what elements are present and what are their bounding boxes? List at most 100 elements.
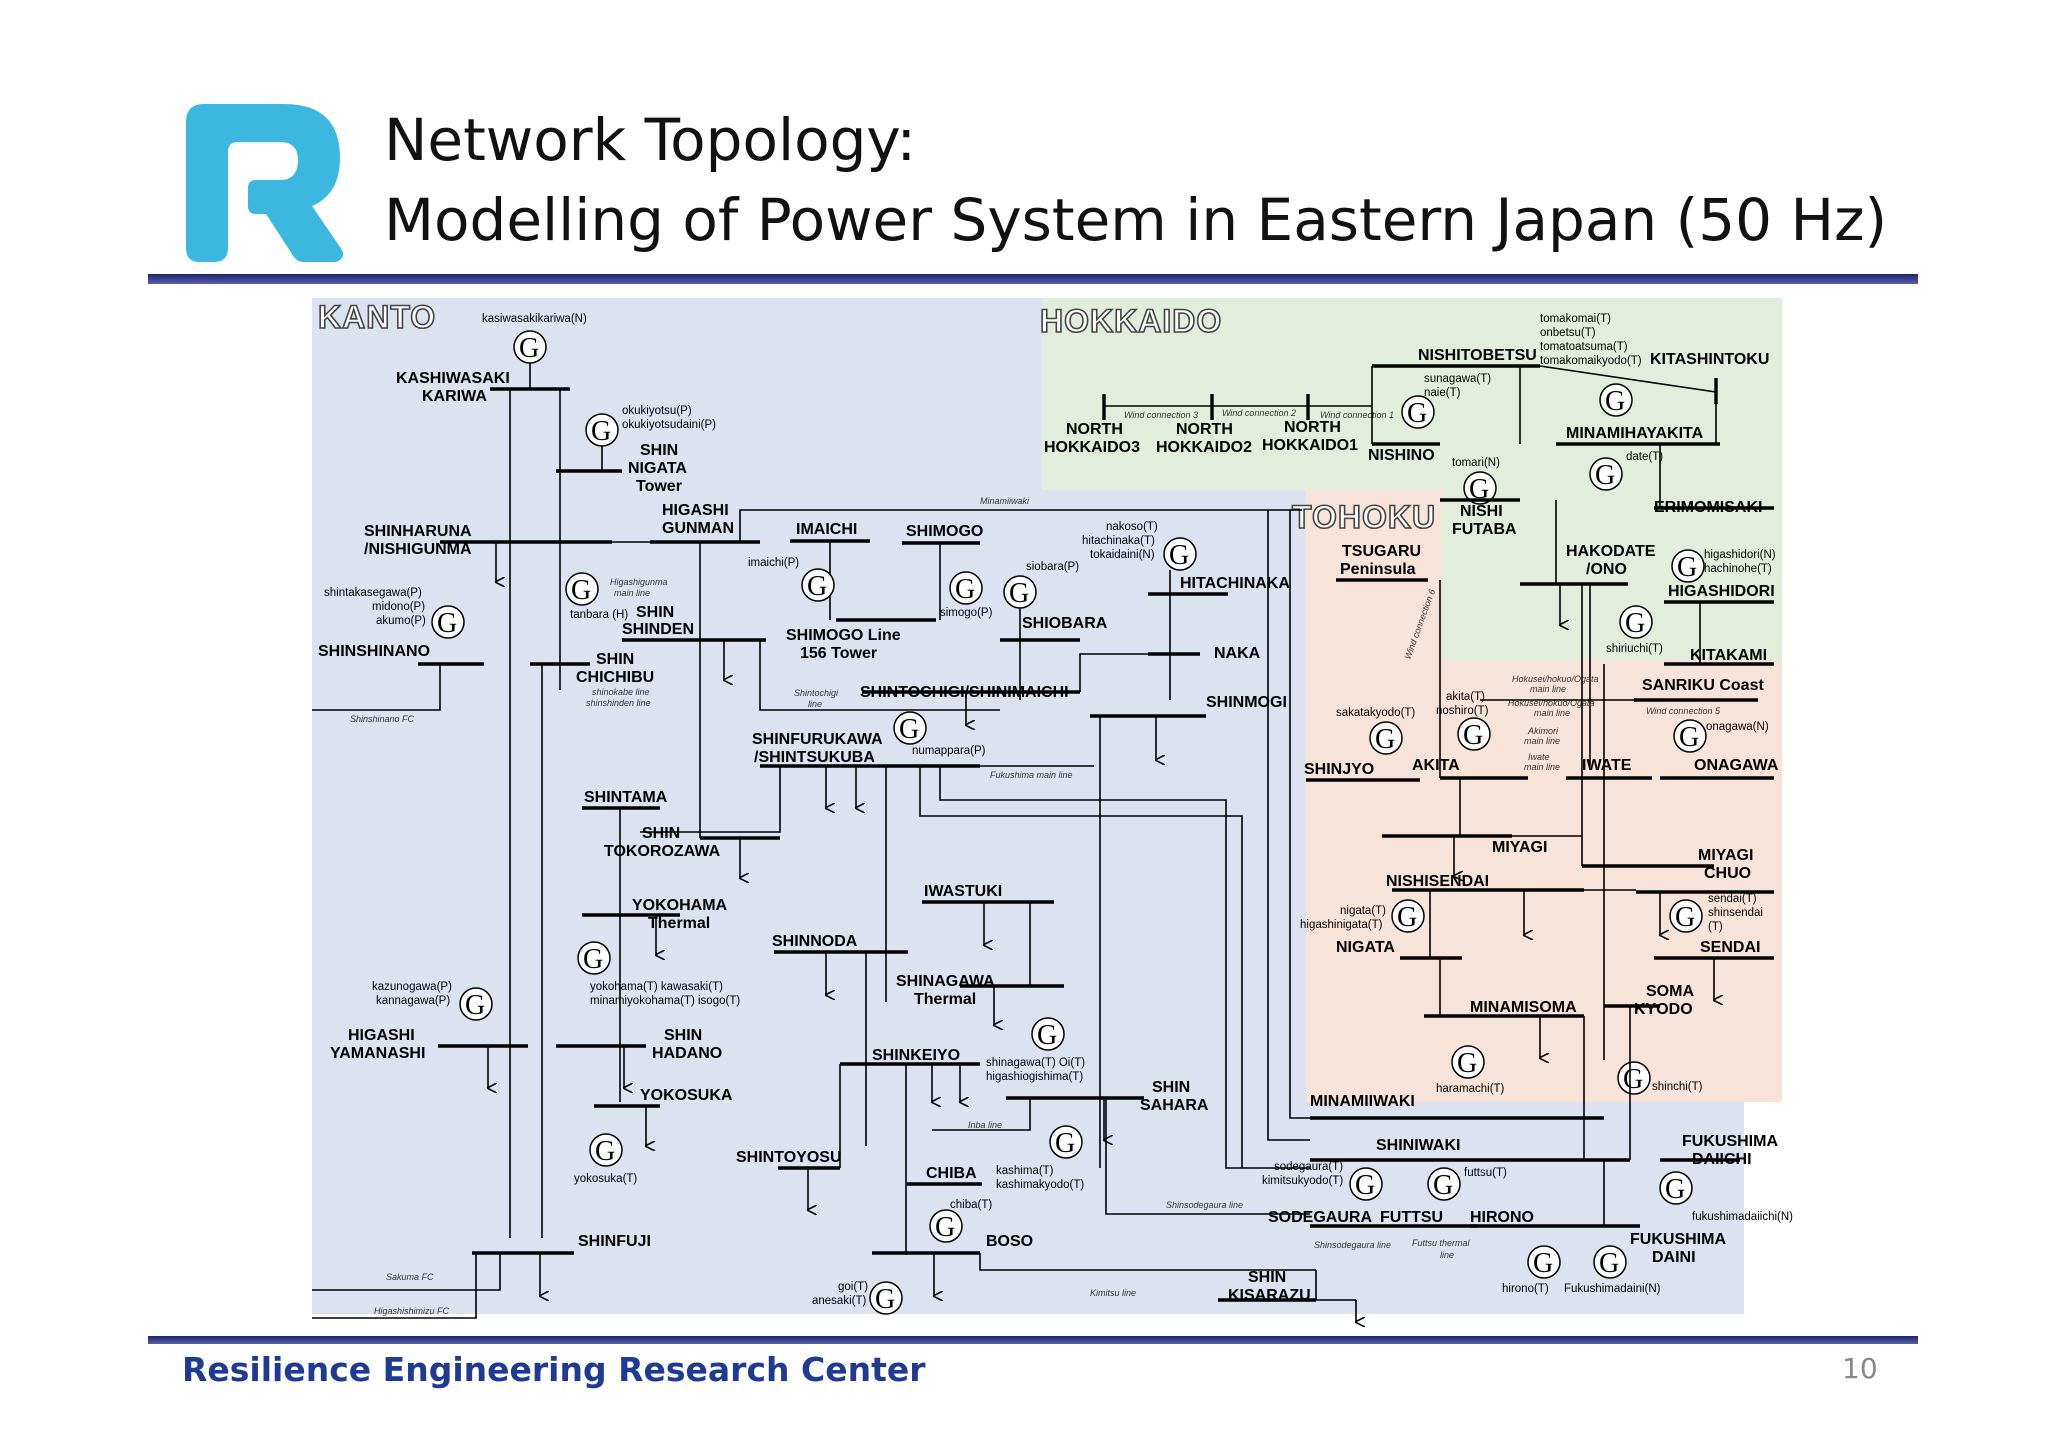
gen-label-sendai-2: shinsendai [1708,907,1763,919]
node-shinmogi: SHINMOGI [1206,694,1287,711]
node-north-hokkaido2-1: NORTH [1176,421,1233,438]
gen-label-tanbara: tanbara (H) [570,609,628,621]
line-minamiiwaki [739,509,1302,542]
generator-icon [1671,549,1705,583]
slide-title: Network Topology: Modelling of Power Sys… [384,100,1887,260]
node-fukushima-daini-2: DAINI [1652,1249,1696,1266]
node-shinfurukawa-1: SHINFURUKAWA [752,731,883,748]
generator-g-glyph: G [583,944,603,975]
gen-label-nakoso-1: nakoso(T) [1106,521,1158,533]
node-nishi-futaba-2: FUTABA [1452,521,1517,538]
line-link [640,766,781,833]
line-label-shintochigi-2: line [808,699,822,709]
line-link [1079,653,1148,692]
node-hakodate-1: HAKODATE [1566,543,1656,560]
rerc-logo [180,98,350,272]
generator-g-glyph: G [465,990,485,1021]
generator-icon [1163,537,1197,571]
gen-label-onagawa: onagawa(N) [1706,721,1769,733]
node-fukushima-daini-1: FUKUSHIMA [1630,1231,1726,1248]
node-miyagi-chuo-2: CHUO [1704,865,1751,882]
gen-label-okukiyotsu-1: okukiyotsu(P) [622,405,692,417]
node-nishino: NISHINO [1368,447,1435,464]
node-shin-kisarazu-1: SHIN [1248,1269,1286,1286]
generator-g-glyph: G [595,1136,615,1167]
line-link [759,640,1000,711]
gen-label-akita-1: akita(T) [1446,691,1485,703]
node-minamihayakita: MINAMIHAYAKITA [1566,425,1704,442]
generator-icon [1669,899,1703,933]
node-kashiwazaki-2: KARIWA [422,388,487,405]
generator-g-glyph: G [935,1212,955,1243]
gen-label-sakatakyodo: sakatakyodo(T) [1336,707,1415,719]
gen-label-yokohama-2: minamiyokohama(T) isogo(T) [590,995,740,1007]
node-north-hokkaido3-1: NORTH [1066,421,1123,438]
node-shinfuji: SHINFUJI [578,1233,651,1250]
line-kimitsu [979,1253,1316,1271]
line-label-wind3: Wind connection 3 [1124,410,1198,420]
line-label-higashishimizu-fc: Higashishimizu FC [374,1306,450,1316]
gen-label-shinagawa-1: shinagawa(T) Oi(T) [986,1057,1085,1069]
generator-g-glyph: G [1677,552,1697,583]
node-shimogo: SHIMOGO [906,523,983,540]
generator-icon [1589,457,1623,491]
node-akita: AKITA [1412,757,1460,774]
generator-g-glyph: G [1665,1174,1685,1205]
gen-label-tomakomai-3: tomatoatsuma(T) [1540,341,1628,353]
line-label-iwate-2: main line [1524,762,1560,772]
line-label-wind1: Wind connection 1 [1320,410,1394,420]
generator-icon [1659,1171,1693,1205]
node-shinjyo: SHINJYO [1304,761,1374,778]
region-label-tohoku: TOHOKU [1292,499,1436,535]
tohoku-region-bg-2 [1442,660,1782,1102]
generator-icon [431,605,465,639]
node-minamisoma: MINAMISOMA [1470,999,1577,1016]
generator-g-glyph: G [437,608,457,639]
footer-divider [148,1336,1918,1344]
node-yokohama-1: YOKOHAMA [632,897,728,914]
gen-label-okukiyotsu-2: okukiyotsudaini(P) [622,419,716,431]
node-shin-shinden-1: SHIN [636,604,674,621]
node-shimogo-line-2: 156 Tower [800,645,877,662]
line-label-shinsodegaura: Shinsodegaura line [1166,1200,1243,1210]
generator-icon [1401,395,1435,429]
line-label-minamiiwaki: Minamiiwaki [980,496,1030,506]
node-shinagawa-2: Thermal [914,991,976,1008]
gen-label-sodegaura-1: sodegaura(T) [1274,1161,1343,1173]
gen-label-sunagawa-2: naie(T) [1424,387,1461,399]
line-label-higashigunma-1: Higashigunma [610,577,668,587]
generator-icon [1427,1167,1461,1201]
line-label-fukushima-main: Fukushima main line [990,770,1073,780]
generator-g-glyph: G [875,1284,895,1315]
node-shin-tokorozawa-1: SHIN [642,825,680,842]
generator-icon [949,571,983,605]
node-naka: NAKA [1214,645,1261,662]
node-miyagi: MIYAGI [1492,839,1547,856]
generator-g-glyph: G [1469,474,1489,505]
node-miyagi-chuo-1: MIYAGI [1698,847,1753,864]
line-label-shinshinano-fc: Shinshinano FC [350,714,415,724]
generator-g-glyph: G [571,575,591,606]
node-nigata: NIGATA [1336,939,1395,956]
node-soma-kyodo-2: KYODO [1634,1001,1693,1018]
node-fukushima-daiichi-1: FUKUSHIMA [1682,1133,1778,1150]
line-link [1225,1146,1310,1169]
node-tsugaru-2: Peninsula [1340,561,1416,578]
node-shinharuna-2: /NISHIGUNMA [364,541,472,558]
node-nishitobetsu: NISHITOBETSU [1418,347,1537,364]
gen-label-shintakasegawa-1: shintakasegawa(P) [324,587,422,599]
generator-icon [929,1209,963,1243]
generator-g-glyph: G [1169,540,1189,571]
generator-g-glyph: G [1055,1128,1075,1159]
generator-icon [1391,899,1425,933]
footer-organization: Resilience Engineering Research Center [182,1350,926,1389]
gen-label-tomakomai-2: onbetsu(T) [1540,327,1596,339]
generator-g-glyph: G [1375,724,1395,755]
line-label-futtsu-thermal-2: line [1440,1250,1454,1260]
gen-label-shiriuchi: shiriuchi(T) [1606,643,1663,655]
line-label-shinokabe-1: shinokabe line [592,687,650,697]
node-higashi-gunman-1: HIGASHI [662,502,729,519]
gen-label-sendai-1: sendai(T) [1708,893,1757,905]
node-shin-hadano-2: HADANO [652,1045,722,1062]
node-shin-kisarazu-2: KISARAZU [1228,1287,1311,1304]
